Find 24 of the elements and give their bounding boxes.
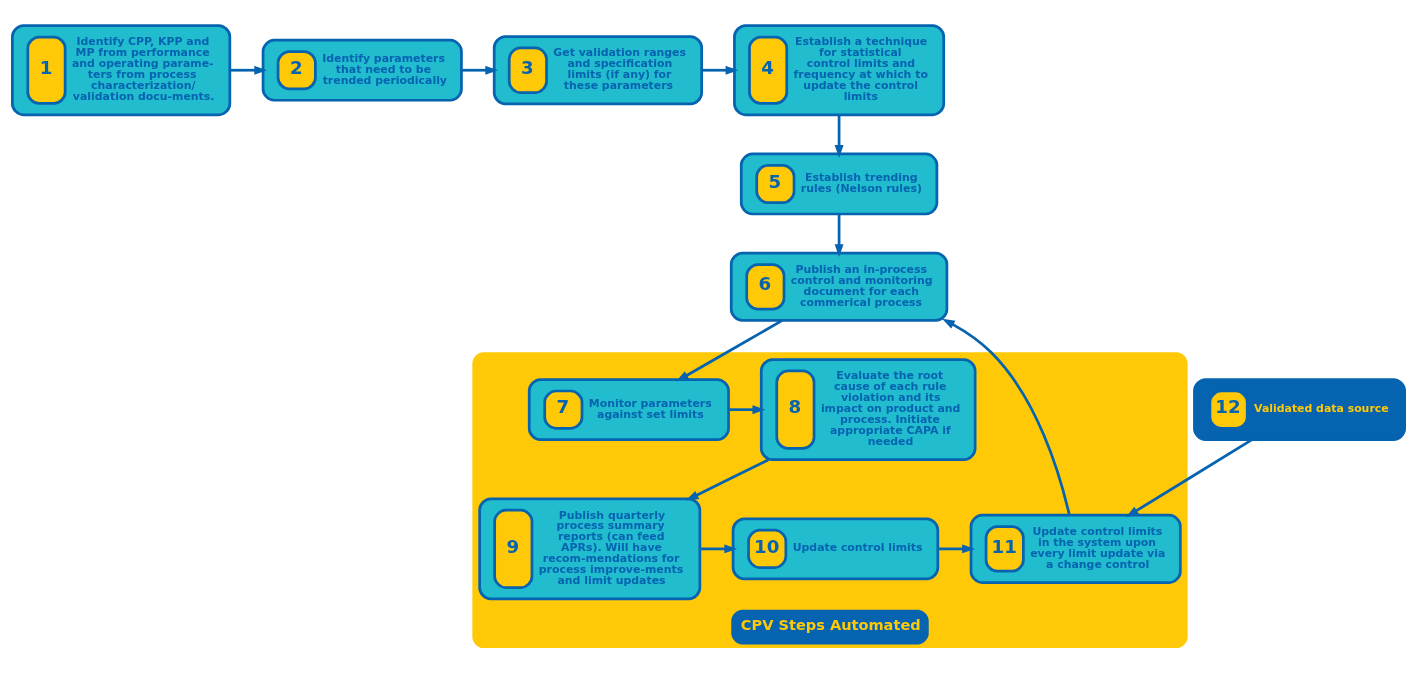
arrow [229,65,268,75]
node-box: 3 Get validation ranges and specification limits (if any) for these parameters [492,35,704,106]
node-box: 1 Identify CPP, KPP and MP from performance and operating parame-ters from process characterization/ validation docu-ments. [11,24,232,117]
node-box: 6 Publish an in-process control and monitoring document for each commerical process [729,251,949,322]
arrow [1125,438,1253,518]
arrow [834,214,844,257]
arrow [699,544,738,554]
node-box: 5 Establish trending rules (Nelson rules) [739,152,939,216]
node-box: 7 Monitor parameters against set limits [527,378,730,442]
arrow [701,65,739,75]
node-box: 11 Update control limits in the system upon every limit update via a change control [969,513,1182,584]
node-box: 12 Validated data source [1193,378,1406,442]
node-box: 8 Evaluate the root cause of each rule violation and its impact on product and process. Initiate appropriate CAPA if needed [759,358,977,462]
arrow [937,544,975,554]
arrow [942,318,1071,516]
node-box: 2 Identify parameters that need to be trended periodically [261,38,463,102]
arrow [676,319,783,382]
arrow [728,405,766,415]
node-box: 9 Publish quarterly process summary reports (can feed APRs). Will have recom-mendations for process improve-ments and limit updates [478,497,702,601]
node-box: 4 Establish a technique for statistical control limits and frequency at which to update the control limits [733,24,946,117]
arrow [834,115,844,158]
node-box: 10 Update control limits [731,517,940,581]
arrow [685,458,770,501]
arrow [461,65,499,75]
